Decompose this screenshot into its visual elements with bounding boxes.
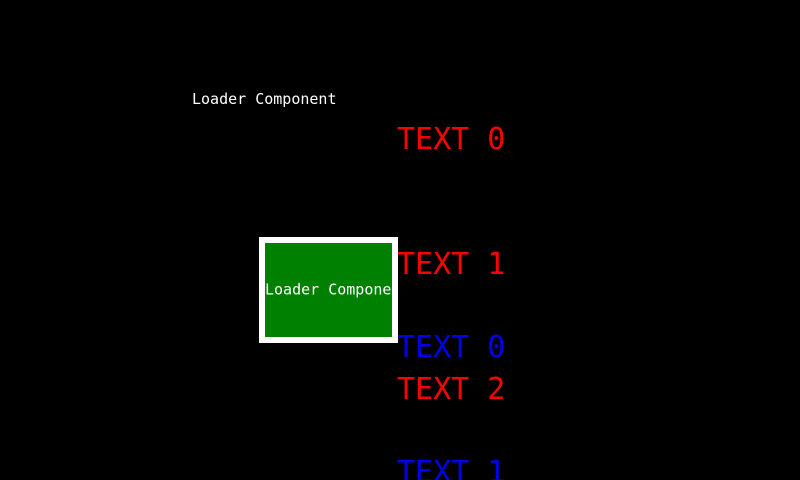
loader-component-box[interactable]: Loader Component bbox=[259, 237, 398, 343]
loader-component-label: Loader Component bbox=[192, 90, 337, 108]
red-text-stack: TEXT 0 TEXT 1 TEXT 2 TEXT 3 TEXT 4 bbox=[397, 36, 505, 480]
blue-text-stack: TEXT 0 TEXT 1 TEXT 2 TEXT 3 TEXT 4 bbox=[397, 244, 505, 480]
text-line: TEXT 0 bbox=[397, 330, 506, 366]
text-line: TEXT 0 bbox=[397, 122, 506, 158]
text-line: TEXT 1 bbox=[397, 454, 506, 480]
text-line: TEXT 2 bbox=[397, 371, 506, 407]
text-line: TEXT 1 bbox=[397, 246, 506, 282]
loader-box-label: Loader Component bbox=[265, 280, 398, 299]
